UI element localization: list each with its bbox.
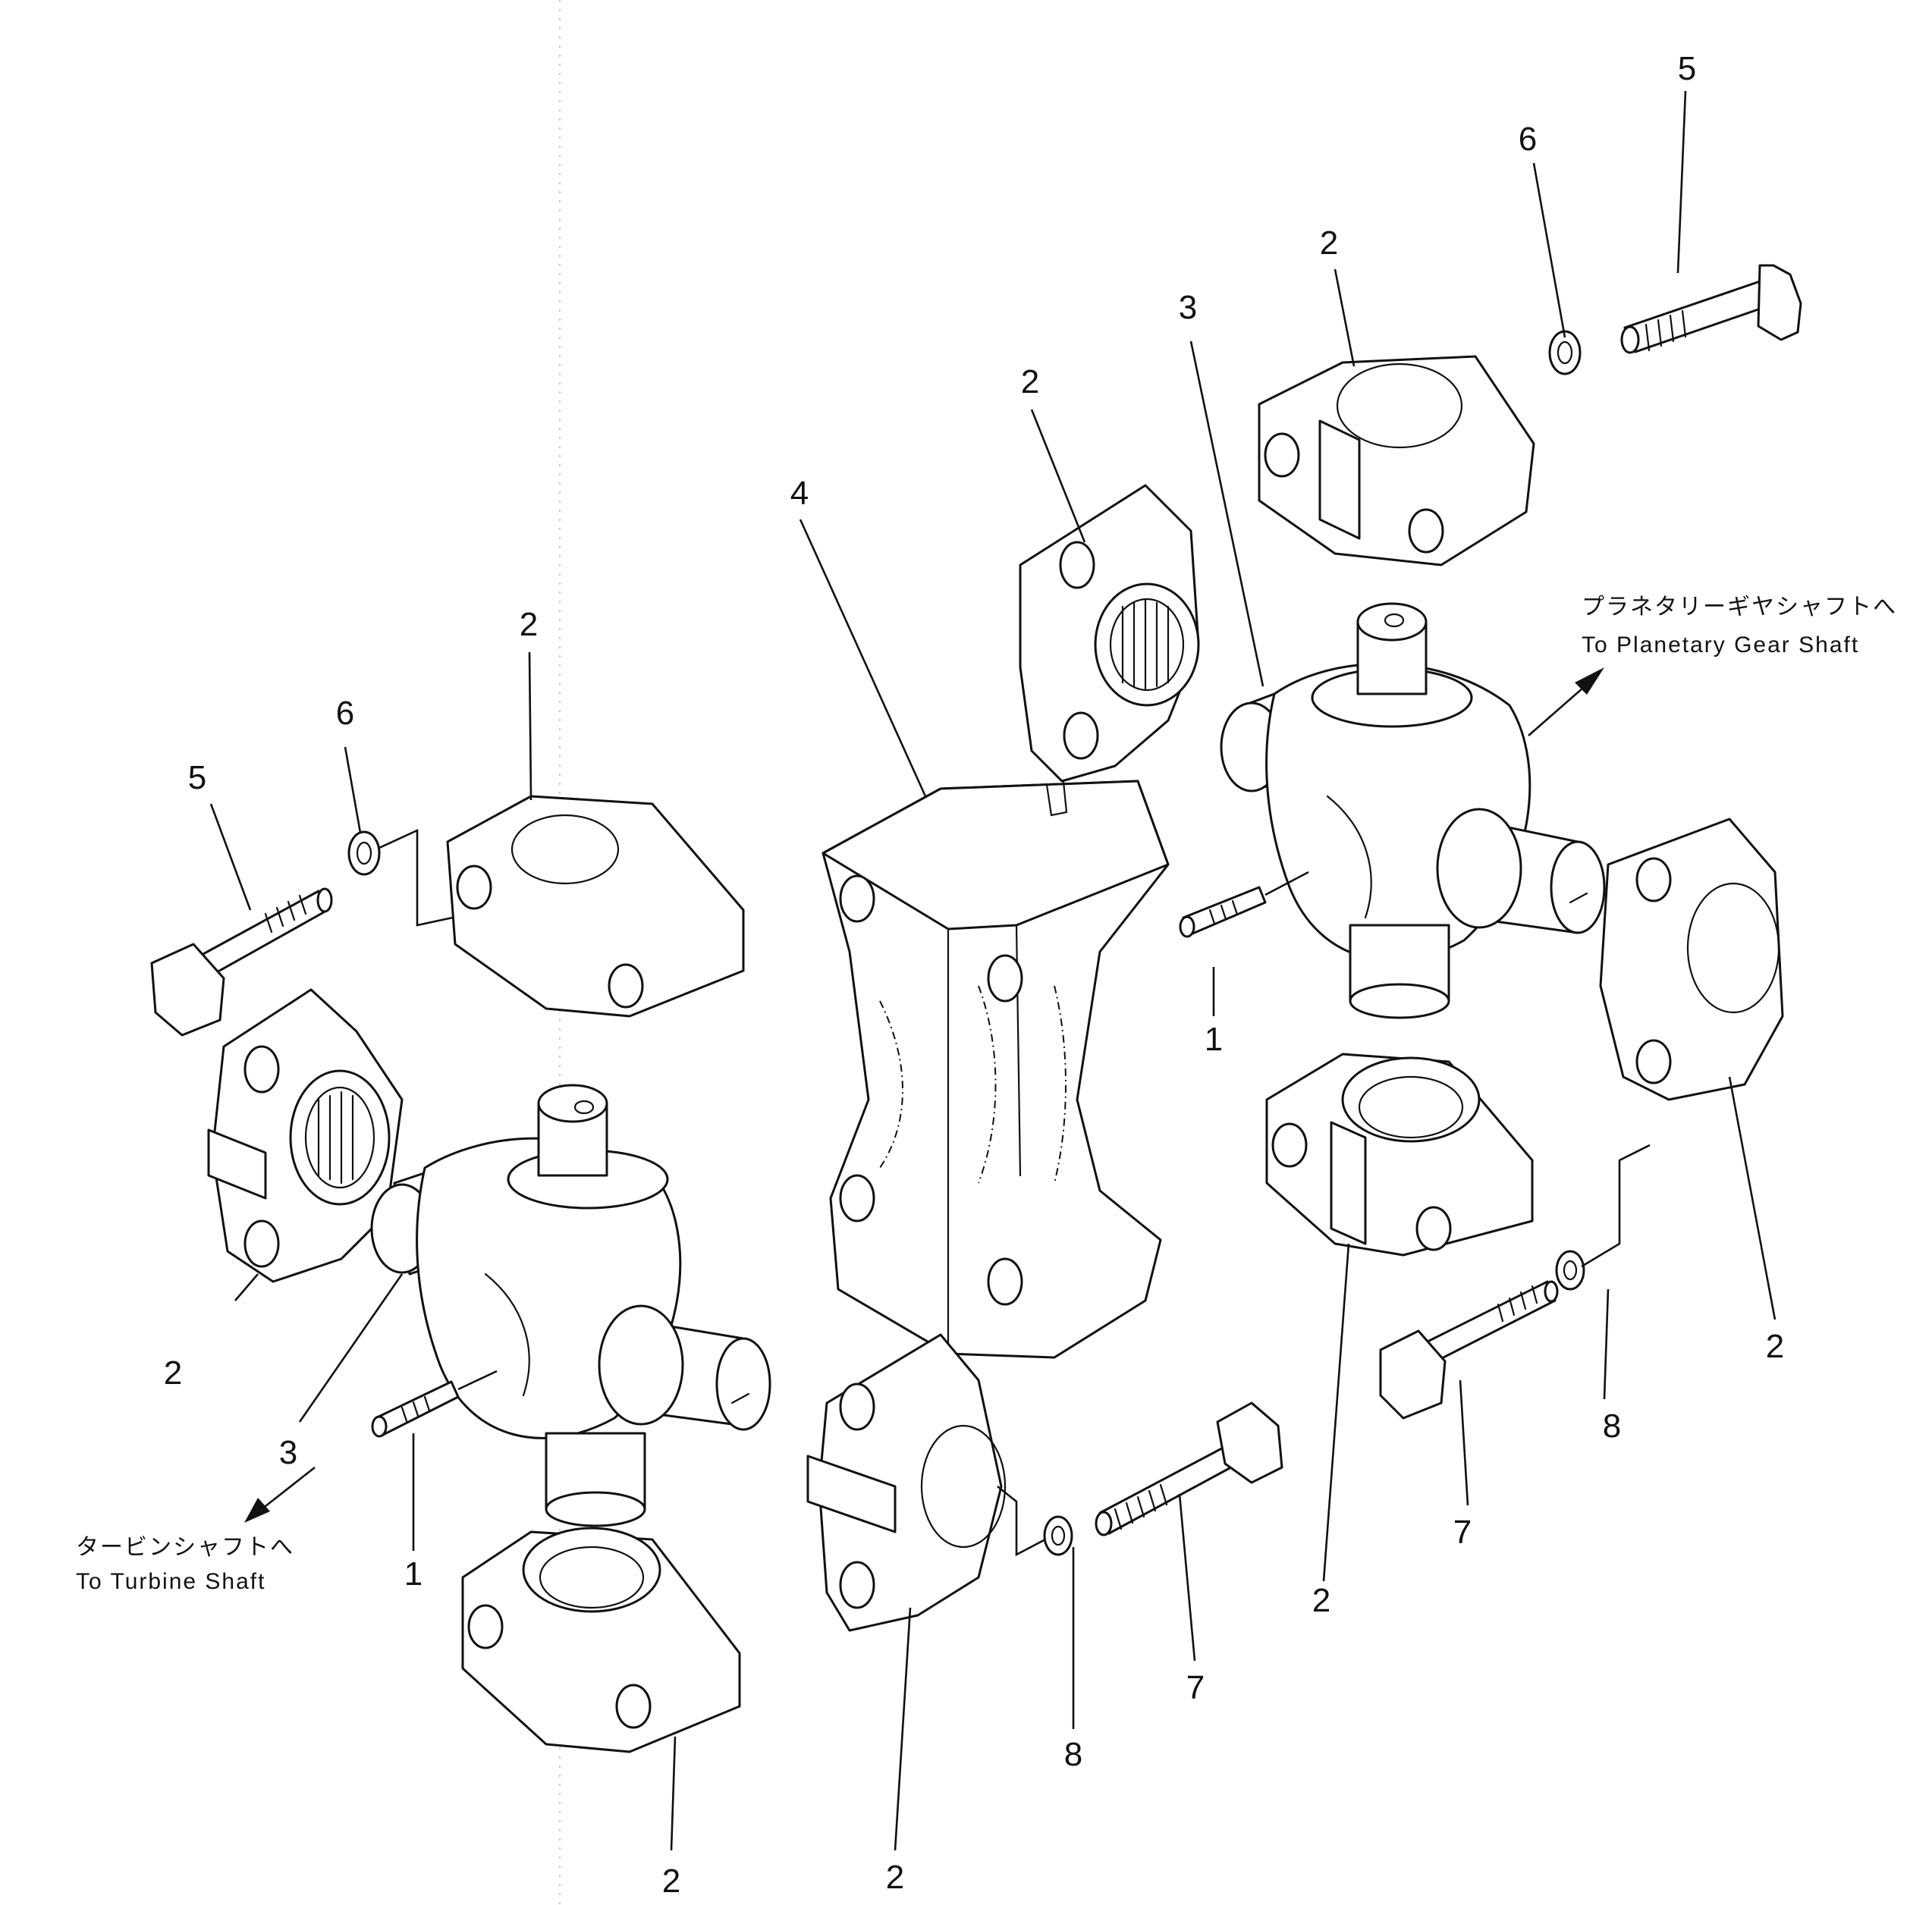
grease-fitting-part-1-left [371, 1370, 498, 1438]
callout-1-left: 1 [404, 1555, 423, 1593]
connector-8-right [1581, 1144, 1651, 1268]
callout-2-bottom-left: 2 [662, 1863, 680, 1900]
callout-8-right: 8 [1603, 1408, 1621, 1445]
callout-4: 4 [790, 475, 809, 512]
callout-6-left: 6 [336, 695, 354, 732]
callout-7-bottom: 7 [1186, 1669, 1205, 1706]
callout-2-upper-yoke: 2 [1021, 363, 1039, 400]
callout-5-top: 5 [1678, 50, 1696, 87]
note-planetary-en: To Planetary Gear Shaft [1582, 632, 1859, 657]
callout-2-top: 2 [1320, 224, 1338, 262]
callout-8-bottom: 8 [1064, 1736, 1082, 1773]
callout-2-bottom-center: 2 [886, 1859, 904, 1896]
connector-8-bottom [997, 1485, 1046, 1557]
washer-part-8-bottom [1043, 1515, 1073, 1556]
washer-part-6-top [1548, 330, 1582, 375]
callout-2-left-bearing: 2 [164, 1354, 182, 1392]
callout-1-right: 1 [1205, 1021, 1223, 1058]
bearing-cap-part-2-bottom-left [461, 1527, 741, 1753]
washer-part-8-right [1555, 1250, 1585, 1291]
note-turbine-jp: タービンシャフトへ [76, 1535, 294, 1560]
leader-lines [209, 90, 1776, 1851]
bearing-cap-part-2-left-top [446, 795, 745, 1018]
callout-2-far-right: 2 [1766, 1328, 1784, 1365]
callout-3-top: 3 [1179, 289, 1197, 326]
callout-2-left-top: 2 [520, 606, 538, 643]
callout-7-right: 7 [1453, 1514, 1472, 1551]
arrow-to-turbine [244, 1466, 316, 1523]
bolt-part-5-left [150, 887, 333, 1037]
bearing-cap-part-2-left-bearing [207, 988, 404, 1283]
callout-6-top: 6 [1519, 121, 1537, 158]
note-planetary-jp: プラネタリーギヤシャフトへ [1582, 595, 1897, 620]
bolt-part-7-right [1379, 1280, 1559, 1420]
callout-3-left: 3 [279, 1434, 297, 1471]
bearing-cap-part-2-right-cup [1265, 1053, 1534, 1257]
cross-spider-part-3-left [370, 1084, 771, 1527]
callout-labels: 5 6 2 3 2 4 2 6 5 1 2 3 1 8 2 7 2 7 8 2 … [164, 50, 1784, 1900]
bearing-cap-part-2-far-right [1599, 818, 1784, 1101]
bolt-part-7-bottom [1095, 1401, 1283, 1536]
bearing-cap-part-2-top [1258, 355, 1535, 566]
washer-part-6-left [347, 830, 381, 876]
grease-fitting-part-1-right [1179, 871, 1309, 938]
callout-2-right-cup: 2 [1312, 1582, 1330, 1619]
connector-6-left [379, 828, 471, 927]
callout-5-left: 5 [188, 759, 206, 796]
bearing-cap-part-2-upper-yoke [1019, 484, 1200, 783]
cross-spider-part-3-right [1220, 602, 1606, 1019]
arrow-to-planetary [1528, 667, 1604, 736]
bolt-part-5-top [1620, 264, 1802, 354]
note-turbine-en: To Turbine Shaft [76, 1569, 265, 1594]
bearing-cap-part-2-bottom-center [806, 1333, 1007, 1632]
yoke-body-part-4 [821, 780, 1170, 1359]
